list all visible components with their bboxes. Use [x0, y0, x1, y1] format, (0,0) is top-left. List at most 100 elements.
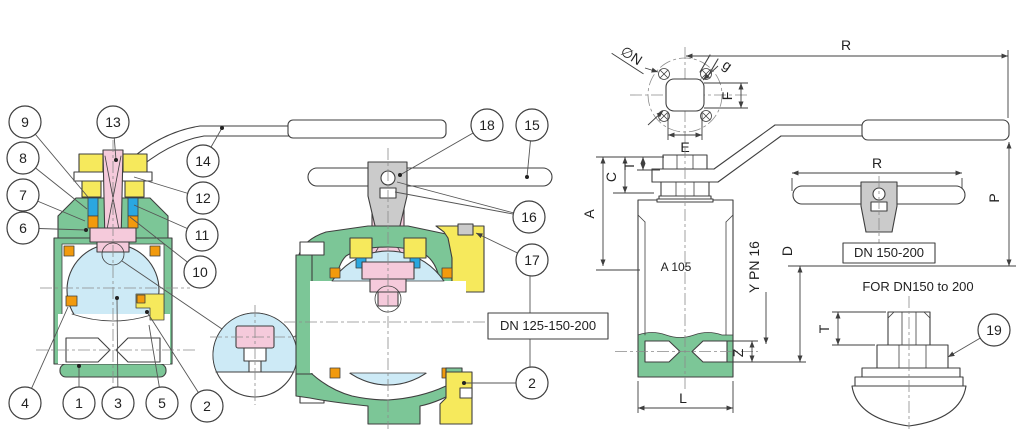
callout-8: 8	[6, 141, 40, 175]
callout-1: 1	[62, 386, 96, 420]
dn-mid-label: DN 125-150-200	[487, 276, 609, 367]
svg-text:3: 3	[114, 395, 122, 411]
svg-text:10: 10	[192, 264, 208, 280]
svg-text:17: 17	[524, 252, 540, 268]
svg-text:15: 15	[524, 117, 540, 133]
stem-seal	[127, 197, 139, 217]
packing-nut	[349, 237, 373, 259]
dim-R-side-view: R	[686, 37, 1009, 118]
valve-side-view: A 105	[615, 119, 1010, 392]
callout-15: 15	[515, 108, 549, 142]
svg-text:4: 4	[21, 395, 29, 411]
svg-text:5: 5	[158, 395, 166, 411]
callout-4: 4	[8, 386, 42, 420]
dim-T: T	[621, 161, 637, 170]
dn-right-label-text: DN 150-200	[854, 245, 924, 260]
seat-ring	[63, 245, 75, 257]
callout-5: 5	[145, 386, 179, 420]
handle-grip	[861, 119, 1010, 141]
middle-valve-section-view	[284, 148, 560, 429]
dim-Z: Z	[730, 348, 746, 357]
dim-CTA: A C T	[581, 156, 664, 271]
svg-text:13: 13	[105, 114, 121, 130]
stem-detail-for-dn150-200: FOR DN150 to 200 T	[816, 279, 974, 429]
stem-seal	[87, 197, 99, 217]
handle-grip	[287, 119, 447, 139]
material-label: A 105	[661, 260, 692, 274]
svg-text:2: 2	[203, 398, 211, 414]
callout-19: 19	[977, 313, 1011, 347]
svg-text:14: 14	[195, 153, 211, 169]
gland-nut	[122, 153, 148, 173]
dim-T2: T	[816, 324, 832, 333]
dim-F: F	[704, 82, 748, 109]
svg-text:F: F	[719, 92, 735, 101]
svg-text:7: 7	[19, 187, 27, 203]
packing-nut	[403, 237, 427, 259]
rating-label: Y PN 16	[746, 241, 762, 293]
callout-2-middle: 2	[515, 366, 549, 400]
stem-square-head	[665, 78, 705, 112]
callout-balloons: 9 8 7 6 13 14 12 11 10 4 1 3 5 2 18 15 1…	[6, 105, 1011, 423]
svg-text:∅N: ∅N	[618, 43, 645, 69]
body-bottom	[295, 367, 463, 425]
svg-text:18: 18	[479, 117, 495, 133]
gland-nut	[78, 153, 104, 173]
svg-text:11: 11	[195, 227, 210, 243]
dim-P: P	[986, 193, 1002, 202]
callout-13: 13	[96, 105, 130, 139]
callout-9: 9	[8, 105, 42, 139]
callout-17: 17	[515, 243, 549, 277]
svg-text:8: 8	[19, 150, 27, 166]
svg-text:16: 16	[521, 209, 537, 225]
callout-18: 18	[470, 108, 504, 142]
for-dn-label: FOR DN150 to 200	[862, 279, 973, 294]
seat-ring	[329, 367, 341, 379]
stem-packing	[87, 215, 99, 229]
callout-3: 3	[101, 386, 135, 420]
callout-2-left: 2	[190, 389, 224, 423]
stem-ball-contact-detail-marker	[101, 242, 125, 266]
left-valve-section-view	[36, 119, 447, 400]
dn150-200-handle-view: R DN 150-200	[791, 155, 966, 264]
svg-text:19: 19	[986, 322, 1002, 338]
middle-valve-handle	[307, 167, 553, 187]
stem-plate	[861, 367, 961, 378]
seat-ring	[441, 267, 453, 279]
svg-text:g: g	[720, 56, 736, 74]
callout-16: 16	[512, 200, 546, 234]
stem-collar	[876, 344, 949, 369]
vent-bolt	[457, 223, 474, 236]
callout-11: 11	[185, 218, 219, 252]
svg-text:R: R	[841, 37, 851, 53]
dim-L: L	[679, 390, 687, 406]
callout-14: 14	[186, 144, 220, 178]
svg-text:12: 12	[195, 190, 211, 206]
callout-10: 10	[183, 255, 217, 289]
seat-ring	[136, 294, 146, 304]
flange-tab	[299, 241, 325, 256]
gland-nut	[124, 180, 145, 198]
callout-12: 12	[186, 181, 220, 215]
seat-ring	[329, 267, 341, 279]
svg-text:1: 1	[75, 395, 83, 411]
svg-text:6: 6	[19, 220, 27, 236]
drain-plug	[459, 387, 473, 399]
dn-right-label-box	[842, 242, 936, 264]
callout-7: 7	[6, 178, 40, 212]
dim-C: C	[603, 172, 619, 182]
dim-R2: R	[872, 155, 882, 171]
gland-nut	[81, 180, 102, 198]
seat-ring	[149, 245, 161, 257]
dn-mid-label-text: DN 125-150-200	[500, 318, 596, 333]
dim-right-group: Y PN 16 Z D L P	[637, 142, 1016, 413]
callout-6: 6	[6, 211, 40, 245]
svg-text:2: 2	[528, 375, 536, 391]
svg-text:9: 9	[21, 114, 29, 130]
body-left-wall	[295, 254, 313, 392]
dn-mid-label-box	[487, 312, 609, 340]
detail-circle-view	[121, 260, 378, 405]
dim-D: D	[779, 246, 795, 256]
